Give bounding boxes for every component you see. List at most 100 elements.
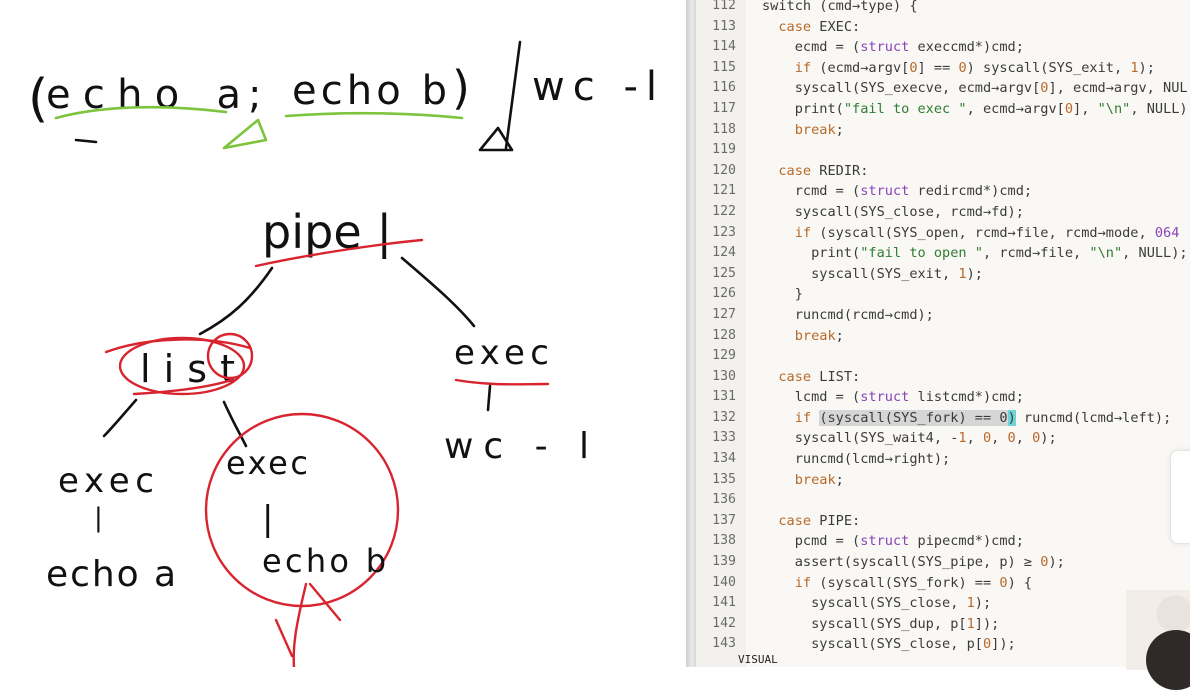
line-number: 140: [712, 574, 736, 590]
code-token: ;: [835, 121, 844, 138]
line-number: 134: [712, 451, 736, 467]
line-number: 121: [712, 183, 736, 199]
code-line[interactable]: 135 break;: [696, 470, 1190, 491]
code-token: ,: [966, 430, 983, 447]
code-line[interactable]: 130 case LIST:: [696, 367, 1190, 388]
code-token: [762, 575, 795, 591]
code-token: );: [1048, 554, 1065, 571]
code-line[interactable]: 122 syscall(SYS_close, rcmd→fd);: [696, 202, 1190, 223]
line-number: 115: [712, 59, 736, 75]
code-line[interactable]: 133 syscall(SYS_wait4, -1, 0, 0, 0);: [696, 428, 1190, 449]
code-token: syscall(SYS_dup, p[: [762, 615, 967, 632]
code-line[interactable]: 125 syscall(SYS_exit, 1);: [696, 264, 1190, 285]
code-line[interactable]: 139 assert(syscall(SYS_pipe, p) ≥ 0);: [696, 552, 1190, 573]
code-line[interactable]: 134 runcmd(lcmd→right);: [696, 449, 1190, 470]
code-token: ],: [1073, 100, 1098, 117]
code-line[interactable]: 114 ecmd = (struct execcmd*)cmd;: [696, 37, 1190, 58]
code-token: struct: [860, 39, 910, 56]
code-line[interactable]: 142 syscall(SYS_dup, p[1]);: [696, 614, 1190, 635]
code-line[interactable]: 113 case EXEC:: [696, 17, 1190, 38]
edge-right-exec-wc: [486, 384, 492, 412]
line-number: 122: [712, 203, 736, 219]
line-text: syscall(SYS_close, rcmd→fd);: [746, 202, 1024, 223]
code-line[interactable]: 119: [696, 140, 1190, 161]
code-token: 0: [1040, 80, 1049, 97]
code-line[interactable]: 120 case REDIR:: [696, 161, 1190, 182]
line-text: break;: [746, 120, 844, 141]
code-token: if: [794, 224, 812, 241]
code-token: break: [794, 121, 836, 138]
code-token: , NULL);: [1122, 245, 1188, 262]
code-line[interactable]: 123 if (syscall(SYS_open, rcmd→file, rcm…: [696, 223, 1190, 244]
code-token: ]);: [991, 636, 1016, 653]
code-token: if: [794, 574, 812, 591]
code-line[interactable]: 117 print("fail to exec ", ecmd→argv[0],…: [696, 99, 1190, 120]
code-token: PIPE:: [811, 512, 861, 529]
code-token: ) syscall(SYS_exit,: [966, 59, 1131, 76]
line-number: 125: [712, 265, 736, 281]
tree-left-exec-bar: |: [94, 503, 103, 533]
code-token: (syscall(SYS_fork) ==: [811, 574, 1000, 591]
line-number: 133: [712, 430, 736, 446]
line-text: case PIPE:: [746, 511, 860, 532]
webcam-overlay: [1126, 590, 1190, 690]
presenter-head: [1146, 630, 1190, 690]
code-token: struct: [860, 533, 910, 550]
code-token: pipecmd*)cmd;: [909, 533, 1024, 550]
tree-root: pipe |: [262, 205, 392, 260]
code-token: );: [966, 265, 983, 282]
code-token: [762, 225, 795, 241]
code-line[interactable]: 116 syscall(SYS_execve, ecmd→argv[0], ec…: [696, 78, 1190, 99]
code-line[interactable]: 140 if (syscall(SYS_fork) == 0) {: [696, 573, 1190, 594]
line-number: 128: [712, 327, 736, 343]
code-line[interactable]: 115 if (ecmd→argv[0] == 0) syscall(SYS_e…: [696, 58, 1190, 79]
code-line[interactable]: 129: [696, 346, 1190, 367]
code-line[interactable]: 138 pcmd = (struct pipecmd*)cmd;: [696, 531, 1190, 552]
line-number: 129: [712, 348, 736, 364]
code-token: case: [778, 512, 812, 529]
overlay-panel[interactable]: [1170, 450, 1190, 544]
line-number: 123: [712, 224, 736, 240]
code-line[interactable]: 136: [696, 490, 1190, 511]
line-text: switch (cmd→type) {: [746, 0, 918, 17]
code-token: [762, 60, 795, 76]
line-text: [746, 490, 762, 511]
code-line[interactable]: 118 break;: [696, 120, 1190, 141]
code-token: 1: [966, 595, 975, 612]
code-line[interactable]: 141 syscall(SYS_close, 1);: [696, 593, 1190, 614]
code-token: [762, 369, 778, 385]
code-line[interactable]: 128 break;: [696, 326, 1190, 347]
whiteboard-canvas[interactable]: ( echo a ; echo b ) wc -l pipe | list ex…: [0, 0, 686, 667]
code-line[interactable]: 121 rcmd = (struct redircmd*)cmd;: [696, 181, 1190, 202]
line-number: 114: [712, 39, 736, 55]
code-token: , NULL): [1130, 100, 1188, 117]
red-circle-small: [206, 332, 254, 380]
pane-divider[interactable]: [686, 0, 696, 667]
code-token: ,: [1015, 430, 1033, 447]
code-token: lcmd = (: [762, 389, 861, 406]
code-line[interactable]: 143 syscall(SYS_close, p[0]);: [696, 634, 1190, 655]
code-token: ] ==: [917, 59, 959, 76]
red-circle-list: [118, 336, 246, 396]
code-line[interactable]: 132 if (syscall(SYS_fork) == 0) runcmd(l…: [696, 408, 1190, 429]
tree-wc: wc - l: [444, 426, 589, 467]
code-token: ,: [991, 430, 1008, 447]
code-line[interactable]: 127 runcmd(rcmd→cmd);: [696, 305, 1190, 326]
line-number: 139: [712, 554, 736, 570]
red-arrow-line-2: [308, 582, 342, 622]
code-line[interactable]: 126 }: [696, 284, 1190, 305]
code-token: ;: [835, 471, 844, 488]
code-line[interactable]: 131 lcmd = (struct listcmd*)cmd;: [696, 387, 1190, 408]
code-token: }: [762, 286, 803, 303]
line-text: case EXEC:: [746, 17, 860, 38]
code-token: struct: [860, 183, 910, 200]
code-line[interactable]: 124 print("fail to open ", rcmd→file, "\…: [696, 243, 1190, 264]
code-token: 0: [1064, 100, 1074, 117]
code-line[interactable]: 137 case PIPE:: [696, 511, 1190, 532]
code-token: , rcmd→file,: [982, 245, 1090, 262]
code-token: runcmd(lcmd→left);: [1015, 409, 1172, 426]
code-token: [762, 410, 795, 426]
